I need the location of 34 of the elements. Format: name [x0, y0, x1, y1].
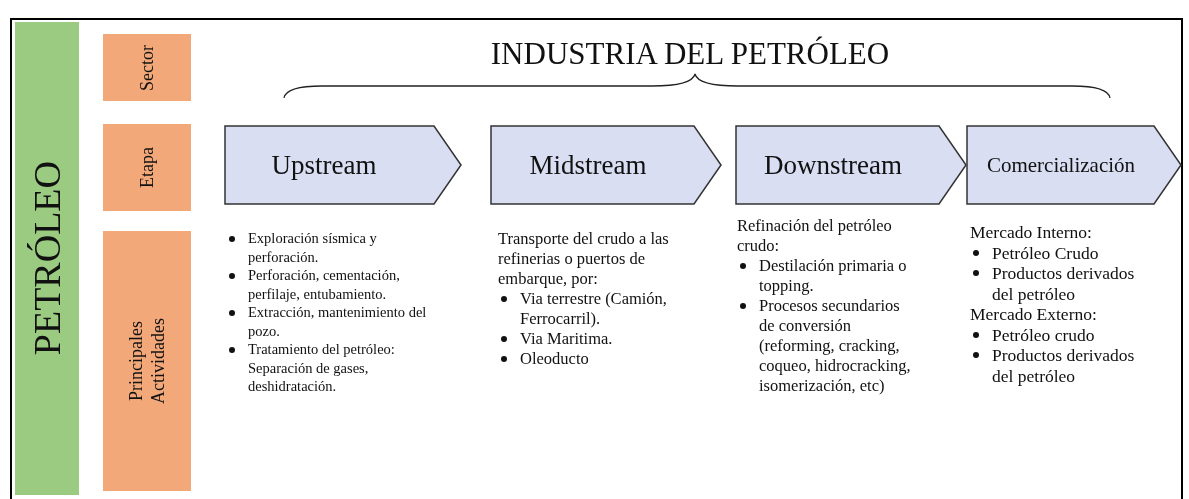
- row-label: Etapa: [136, 147, 158, 188]
- stage-name: Midstream: [528, 148, 648, 182]
- activity-text: Transporte del crudo a las refinerias o puertos de embarque, por:: [498, 229, 670, 289]
- row-label: Principales Actividades: [125, 317, 169, 406]
- list-text: Productos derivados del petróleo: [992, 345, 1135, 386]
- category-bar: [15, 22, 79, 495]
- stage-name: Upstream: [270, 148, 378, 182]
- stage-banner: [966, 125, 1182, 205]
- row-header: [103, 231, 191, 491]
- section-title: INDUSTRIA DEL PETRÓLEO: [489, 36, 891, 72]
- activity-text: Mercado Interno:: [970, 222, 1093, 243]
- stage-banner: [735, 125, 967, 205]
- stage-banner: [490, 125, 722, 205]
- list-text: Perforación, cementación, perfilaje, entubamiento.: [248, 267, 400, 302]
- list-text: Procesos secundarios de conversión (reforming, cracking, coqueo, hidrocracking, isomerización, etc): [759, 296, 911, 395]
- stage-name: Downstream: [763, 148, 903, 182]
- list-text: Petróleo crudo: [992, 324, 1095, 345]
- activity-text: Refinación del petróleo crudo:: [737, 216, 893, 256]
- list-text: Oleoducto: [520, 349, 589, 368]
- row-header: [103, 124, 191, 211]
- list-text: Extracción, mantenimiento del pozo.: [248, 304, 427, 339]
- activity-text: Mercado Externo:: [970, 304, 1098, 325]
- list-text: Via terrestre (Camión, Ferrocarril).: [520, 289, 667, 328]
- list-text: Tratamiento del petróleo: Separación de gases, deshidratación.: [248, 341, 395, 394]
- row-label: Sector: [136, 44, 158, 91]
- list-text: Via Maritima.: [520, 329, 613, 348]
- list-text: Petróleo Crudo: [992, 242, 1099, 263]
- stage-name: Comercialización: [985, 151, 1137, 179]
- stage-banner: [224, 125, 462, 205]
- list-text: Exploración sísmica y perforación.: [248, 230, 377, 265]
- list-text: Destilación primaria o topping.: [759, 256, 907, 295]
- list-text: Productos derivados del petróleo: [992, 263, 1135, 304]
- vertical-title: PETRÓLEO: [25, 161, 69, 356]
- row-header: [103, 34, 191, 101]
